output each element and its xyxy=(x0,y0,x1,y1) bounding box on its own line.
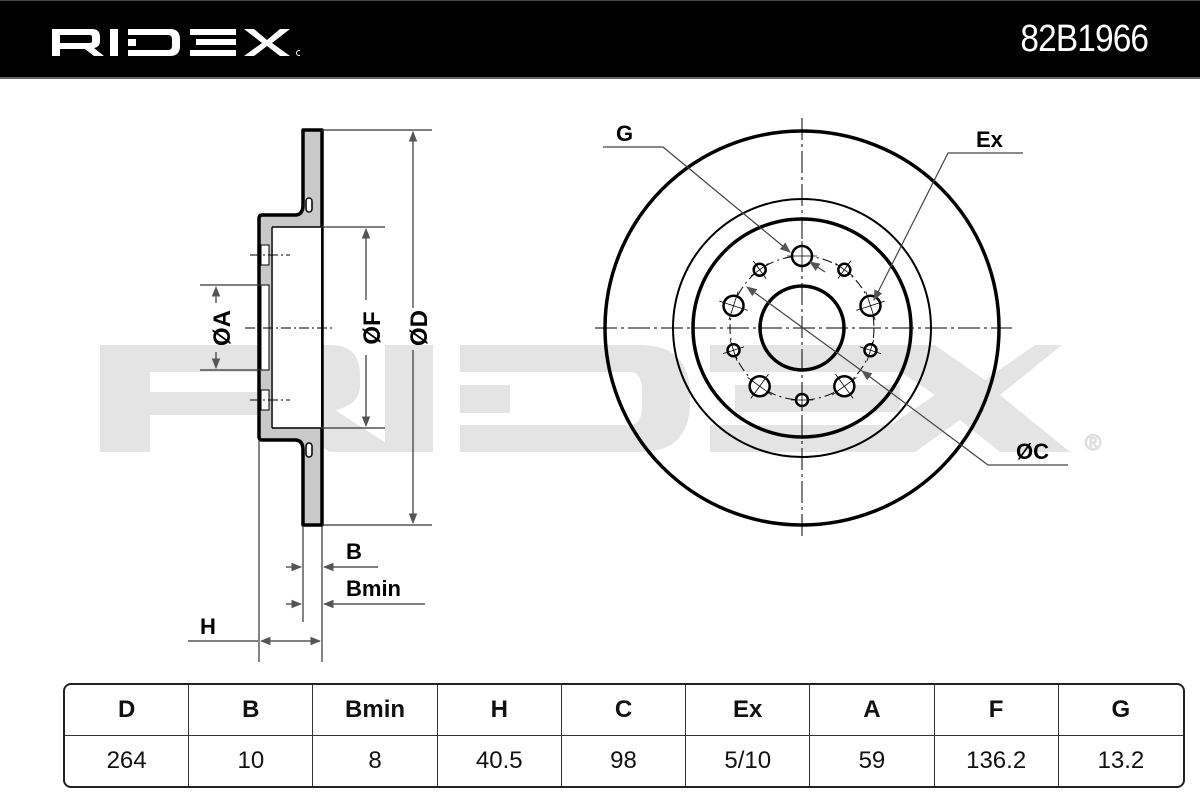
hole-centerline xyxy=(750,262,769,277)
header-cell: H xyxy=(437,685,562,736)
spec-header-row: D B Bmin H C Ex A F G xyxy=(65,685,1183,736)
label-b: B xyxy=(346,539,362,564)
hole-centerline xyxy=(747,377,773,396)
hole-centerline xyxy=(835,262,854,277)
registered-mark: ® xyxy=(1085,430,1101,455)
value-cell: 5/10 xyxy=(686,736,811,786)
value-cell: 136.2 xyxy=(935,736,1059,786)
front-view: G Ex ØC xyxy=(595,118,1068,540)
value-cell: 40.5 xyxy=(438,736,562,786)
header-cell: D xyxy=(65,685,190,736)
spec-value-row: 264 10 8 40.5 98 5/10 59 136.2 13.2 xyxy=(65,736,1183,786)
part-number: 82B1966 xyxy=(1020,18,1149,60)
center-bore xyxy=(758,284,846,372)
header-cell: Bmin xyxy=(313,685,438,736)
value-cell: 264 xyxy=(65,736,190,786)
outer-diameter-circle xyxy=(603,129,1001,527)
label-ex: Ex xyxy=(976,127,1004,152)
value-cell: 98 xyxy=(562,736,687,786)
value-cell: 10 xyxy=(189,736,314,786)
header-cell: Ex xyxy=(686,685,811,736)
bolt-circle xyxy=(729,255,875,401)
label-bmin: Bmin xyxy=(346,576,401,601)
hole-centerline xyxy=(865,291,876,321)
hole-centerline xyxy=(729,339,738,361)
ridex-logo xyxy=(52,29,300,56)
label-diameter-c: ØC xyxy=(1016,439,1049,464)
header-cell: A xyxy=(810,685,935,736)
value-cell: 8 xyxy=(313,736,438,786)
hole-centerline xyxy=(866,339,875,361)
hole-centerline xyxy=(728,291,739,321)
hole-centerline xyxy=(831,377,857,396)
header-bar: 82B1966 xyxy=(0,0,1200,79)
friction-inner-circle xyxy=(672,198,932,458)
label-diameter-f: ØF xyxy=(359,311,386,344)
header-cell: F xyxy=(934,685,1059,736)
value-cell: 59 xyxy=(810,736,935,786)
header-cell: B xyxy=(189,685,314,736)
header-cell: G xyxy=(1058,685,1183,736)
value-cell: 13.2 xyxy=(1097,747,1145,774)
side-section-view: ØD ØF ØA B Bmin H xyxy=(188,128,433,662)
header-cell: C xyxy=(561,685,687,736)
spec-table: D B Bmin H C Ex A F G 264 10 8 40.5 98 5… xyxy=(63,683,1185,788)
label-diameter-a: ØA xyxy=(209,310,236,346)
hat-circle xyxy=(691,217,913,439)
label-h: H xyxy=(200,614,216,639)
label-g: G xyxy=(616,121,633,146)
label-diameter-d: ØD xyxy=(406,310,433,346)
